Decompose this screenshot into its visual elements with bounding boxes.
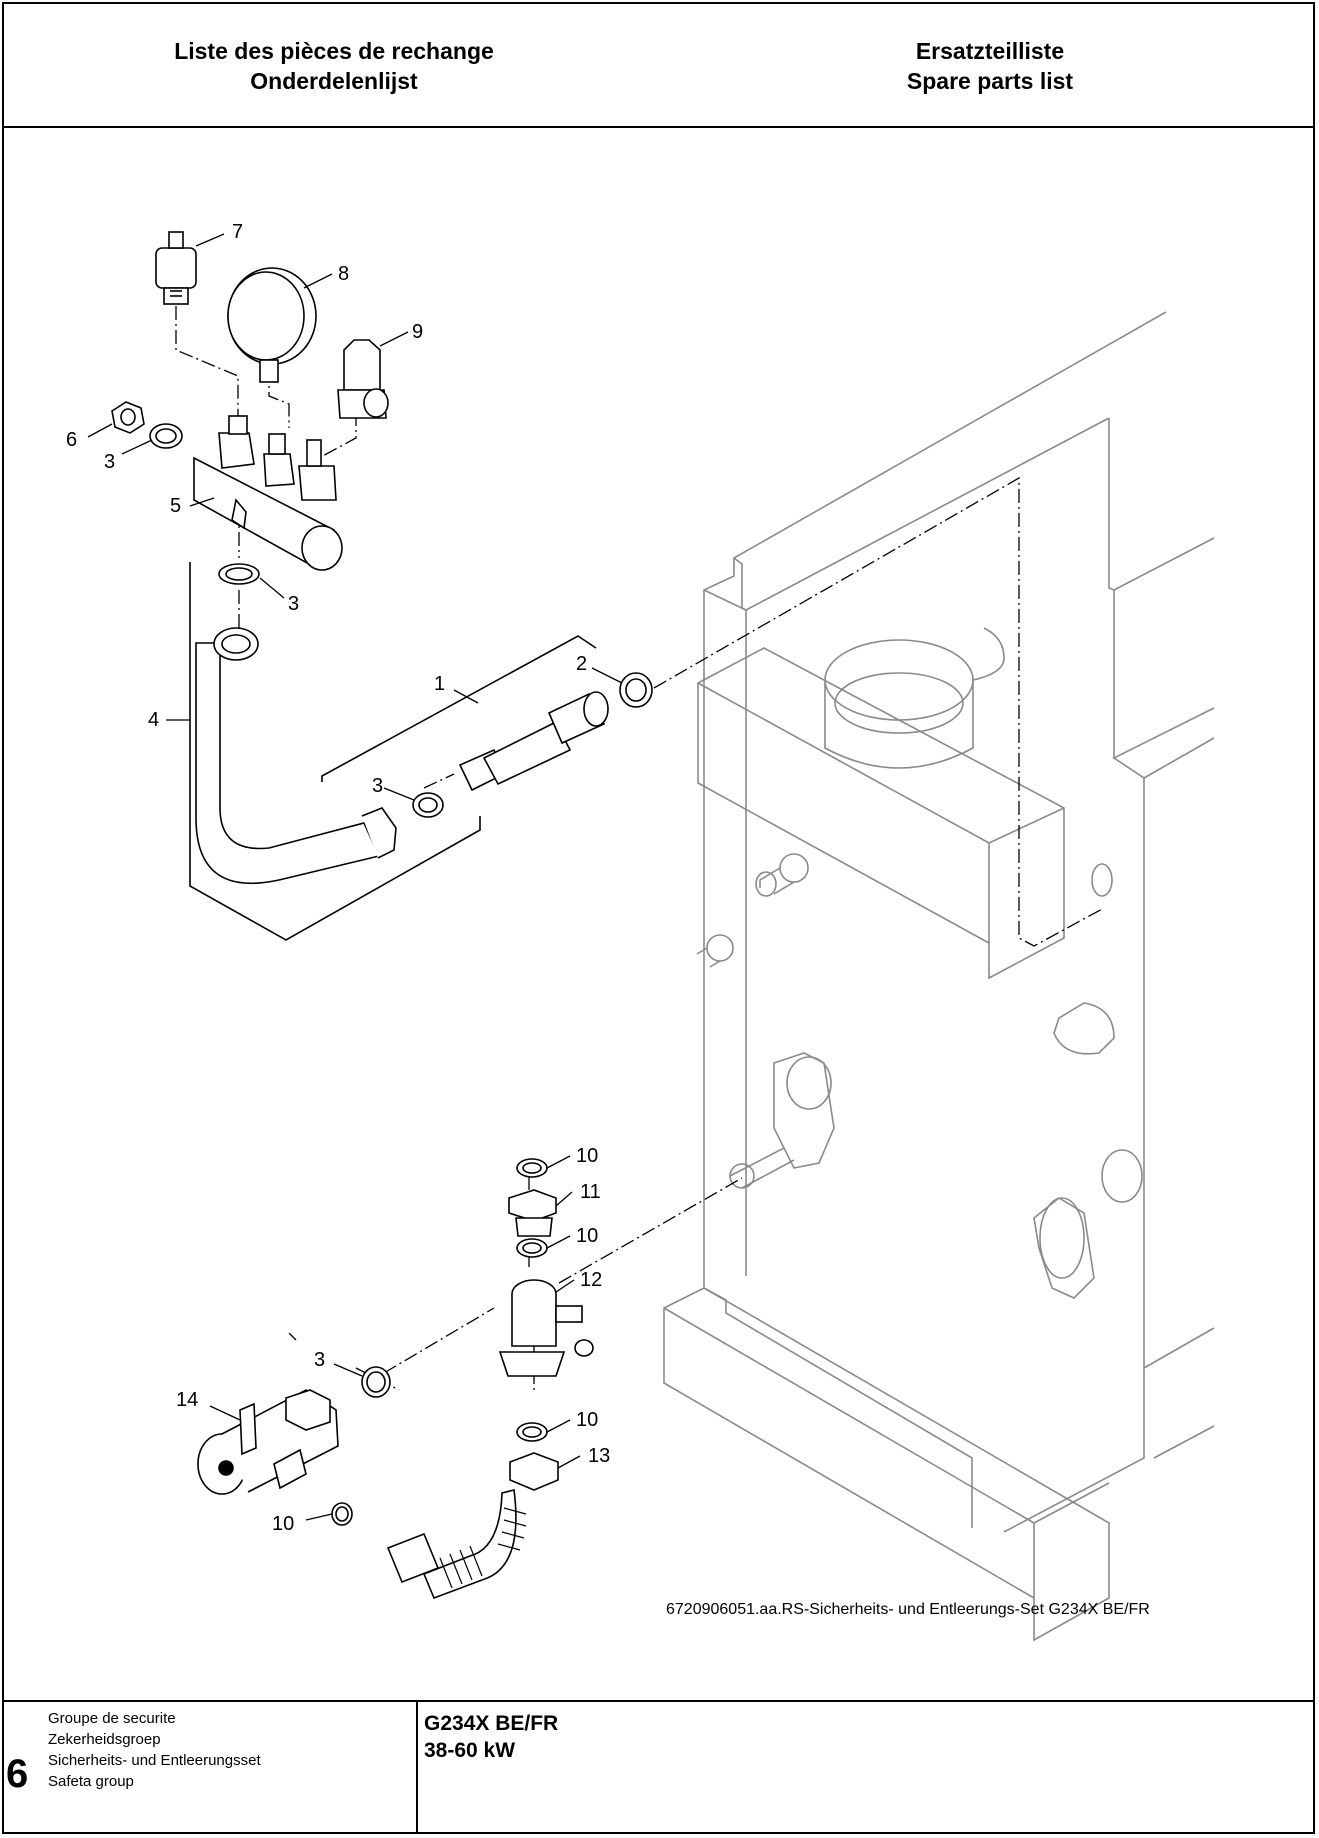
callout-4: 4: [148, 709, 159, 731]
callout-9: 9: [412, 321, 423, 343]
part-seal: [218, 563, 260, 585]
callout-10c: 10: [576, 1409, 598, 1431]
callout-13: 13: [588, 1445, 610, 1467]
callout-3a: 3: [104, 451, 115, 473]
boiler-outline: [663, 311, 1215, 1642]
section-title-nl: Zekerheidsgroep: [48, 1731, 161, 1748]
page-header: Liste des pièces de rechange Onderdelenl…: [2, 2, 1315, 128]
part-connector-assembly: [412, 672, 653, 818]
part-air-vent: [155, 231, 197, 305]
part-flexible-hose-rings: [439, 1507, 527, 1589]
callout-14: 14: [176, 1389, 198, 1411]
part-manifold: [193, 415, 343, 571]
callout-3d: 3: [314, 1349, 325, 1371]
header-title-fr: Liste des pièces de rechange: [174, 38, 494, 64]
part-safety-valve: [337, 339, 389, 419]
callout-10a: 10: [576, 1145, 598, 1167]
part-pressure-gauge: [227, 267, 317, 383]
section-titles: Groupe de securite Zekerheidsgroep Siche…: [48, 1708, 261, 1792]
callout-2: 2: [576, 653, 587, 675]
section-title-en: Safeta group: [48, 1773, 134, 1790]
part-nut-and-seal: [111, 401, 183, 449]
callout-6: 6: [66, 429, 77, 451]
group-brackets: [189, 562, 597, 941]
header-title-de: Ersatzteilliste: [915, 38, 1065, 64]
model-power: 38-60 kW: [424, 1739, 516, 1762]
leader-lines: [87, 233, 623, 1521]
callout-10b: 10: [576, 1225, 598, 1247]
callout-3b: 3: [288, 593, 299, 615]
header-title-en: Spare parts list: [906, 68, 1074, 94]
section-title-de: Sicherheits- und Entleerungsset: [48, 1752, 261, 1769]
section-title-fr: Groupe de securite: [48, 1710, 176, 1727]
callout-1: 1: [434, 673, 445, 695]
callout-labels: 7 8 9 6 3 5 3 4 1 2 3 10 11 10 12 3 14 1…: [66, 221, 610, 1535]
header-left: Liste des pièces de rechange Onderdelenl…: [84, 36, 584, 96]
callout-11: 11: [580, 1181, 601, 1203]
lower-parts: [197, 1158, 594, 1600]
header-title-nl: Onderdelenlijst: [250, 68, 418, 94]
callout-8: 8: [338, 263, 349, 285]
callout-12: 12: [580, 1269, 602, 1291]
part-bent-pipe: [195, 627, 397, 885]
model-info: G234X BE/FR 38-60 kW: [424, 1710, 558, 1764]
section-number: 6: [6, 1752, 29, 1796]
header-right: Ersatzteilliste Spare parts list: [740, 36, 1240, 96]
footer-divider: [416, 1702, 418, 1834]
callout-3c: 3: [372, 775, 383, 797]
model-name: G234X BE/FR: [424, 1712, 559, 1735]
page-footer: 6 Groupe de securite Zekerheidsgroep Sic…: [2, 1700, 1315, 1834]
callout-7: 7: [232, 221, 243, 243]
exploded-view-drawing: 7 8 9 6 3 5 3 4 1 2 3 10 11 10 12 3 14 1…: [4, 128, 1314, 1700]
callout-5: 5: [170, 495, 181, 517]
drawing-caption: 6720906051.aa.RS-Sicherheits- und Entlee…: [666, 1601, 1150, 1618]
callout-10d: 10: [272, 1513, 294, 1535]
